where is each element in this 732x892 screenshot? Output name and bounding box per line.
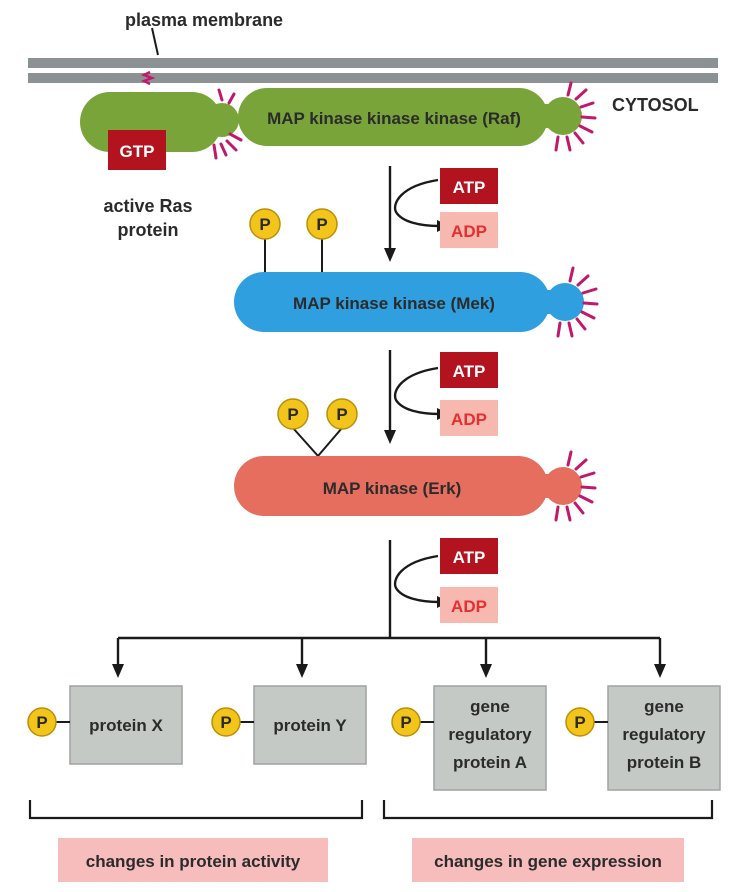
target-gene-regulatory-protein-a [391,685,547,791]
cytosol-label: CYTOSOL [612,95,699,115]
atp-box-2 [440,352,498,388]
adp-box-3 [440,587,498,623]
phosphate-label: P [287,405,298,424]
plasma-membrane-label: plasma membrane [125,10,283,30]
protein-activity-box [58,838,328,882]
adp-box-1 [440,212,498,248]
protein-a-label-line2: regulatory [448,725,532,744]
atp-label-2: ATP [453,362,486,381]
phosphate-label: P [36,713,47,732]
raf-kinase [238,88,582,146]
erk-label: MAP kinase (Erk) [323,479,462,498]
gtp-box [108,130,166,170]
active-ras-label-line1: active Ras [103,196,192,216]
adp-label-2: ADP [451,410,487,429]
gene-expression-label: changes in gene expression [434,852,662,871]
protein-y-label: protein Y [273,716,347,735]
protein-a-label-line1: gene [470,697,510,716]
ras-spikes [212,88,243,160]
phosphate-label: P [574,713,585,732]
gene-expression-box [412,838,684,882]
phosphate-label: P [259,215,270,234]
phosphate-label: P [316,215,327,234]
atp-box-1 [440,168,498,204]
phosphate-label: P [220,713,231,732]
protein-b-label-line3: protein B [627,753,702,772]
gtp-label: GTP [120,142,155,161]
atp-label-3: ATP [453,548,486,567]
phosphate-icon [326,398,358,430]
adp-box-2 [440,400,498,436]
protein-a-label-line3: protein A [453,753,527,772]
adp-label-3: ADP [451,597,487,616]
gene-expression-bracket [382,800,714,820]
mek-spikes [556,266,599,338]
active-ras-label-line2: protein [118,220,179,240]
target-protein-y [211,685,367,765]
mek-kinase [234,272,584,332]
mek-label: MAP kinase kinase (Mek) [293,294,495,313]
protein-activity-label: changes in protein activity [86,852,301,871]
erk-spikes [554,450,597,522]
erk-phosphate-linker [292,427,343,458]
protein-b-label-line1: gene [644,697,684,716]
phosphorylation-arrow-1 [384,166,449,262]
atp-label-1: ATP [453,178,486,197]
phosphate-icon [306,208,338,240]
atp-box-3 [440,538,498,574]
target-protein-x [27,685,183,765]
target-branches [112,636,666,678]
target-gene-regulatory-protein-b [565,685,721,791]
phosphate-icon [249,208,281,240]
raf-spikes [554,81,597,152]
protein-activity-bracket [28,800,364,820]
raf-label: MAP kinase kinase kinase (Raf) [267,109,521,128]
adp-label-1: ADP [451,222,487,241]
lipid-anchor-icon [141,70,156,86]
protein-b-label-line2: regulatory [622,725,706,744]
phosphate-label: P [400,713,411,732]
phosphorylation-arrow-2 [384,350,449,444]
phosphate-label: P [336,405,347,424]
erk-kinase [234,456,582,516]
plasma-membrane [28,27,718,83]
phosphate-icon [277,398,309,430]
protein-x-label: protein X [89,716,163,735]
